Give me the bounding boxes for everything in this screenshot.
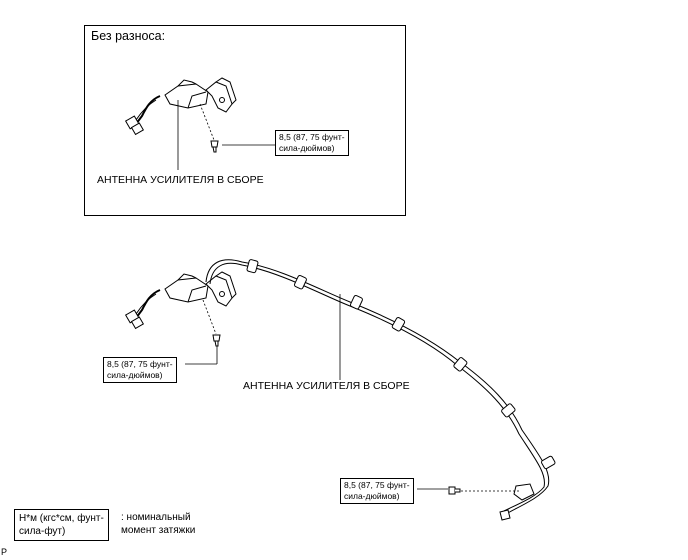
- inset-part-label: АНТЕННА УСИЛИТЕЛЯ В СБОРЕ: [97, 174, 264, 186]
- inset-antenna-assembly: [124, 77, 237, 153]
- legend-desc-line-2: момент затяжки: [121, 525, 196, 536]
- legend-box-line-2: сила-фут): [19, 526, 66, 537]
- main-antenna-assembly: [124, 271, 237, 347]
- legend-description: : номинальный момент затяжки: [121, 511, 195, 537]
- end-connector: [448, 483, 535, 521]
- main-torque-left-line-1: 8,5 (87, 75 фунт-: [107, 359, 173, 369]
- legend-torque-unit-box: Н*м (кгс*см, фунт- сила-фут): [14, 509, 109, 541]
- inset-torque-spec: 8,5 (87, 75 фунт- сила-дюймов): [275, 130, 349, 156]
- inset-torque-line-2: сила-дюймов): [279, 143, 335, 153]
- legend-box-line-1: Н*м (кгс*см, фунт-: [19, 513, 104, 524]
- inset-torque-line-1: 8,5 (87, 75 фунт-: [279, 132, 345, 142]
- legend-desc-line-1: : номинальный: [121, 512, 191, 523]
- main-torque-spec-right: 8,5 (87, 75 фунт- сила-дюймов): [340, 478, 414, 504]
- cable-clips: [246, 259, 556, 470]
- corner-mark: P: [1, 547, 8, 557]
- main-torque-right-line-1: 8,5 (87, 75 фунт-: [344, 480, 410, 490]
- inset-frame: [84, 25, 406, 216]
- main-torque-spec-left: 8,5 (87, 75 фунт- сила-дюймов): [103, 357, 177, 383]
- inset-title: Без разноса:: [91, 29, 166, 43]
- main-part-label: АНТЕННА УСИЛИТЕЛЯ В СБОРЕ: [243, 380, 410, 392]
- main-torque-right-line-2: сила-дюймов): [344, 491, 400, 501]
- main-torque-left-line-2: сила-дюймов): [107, 370, 163, 380]
